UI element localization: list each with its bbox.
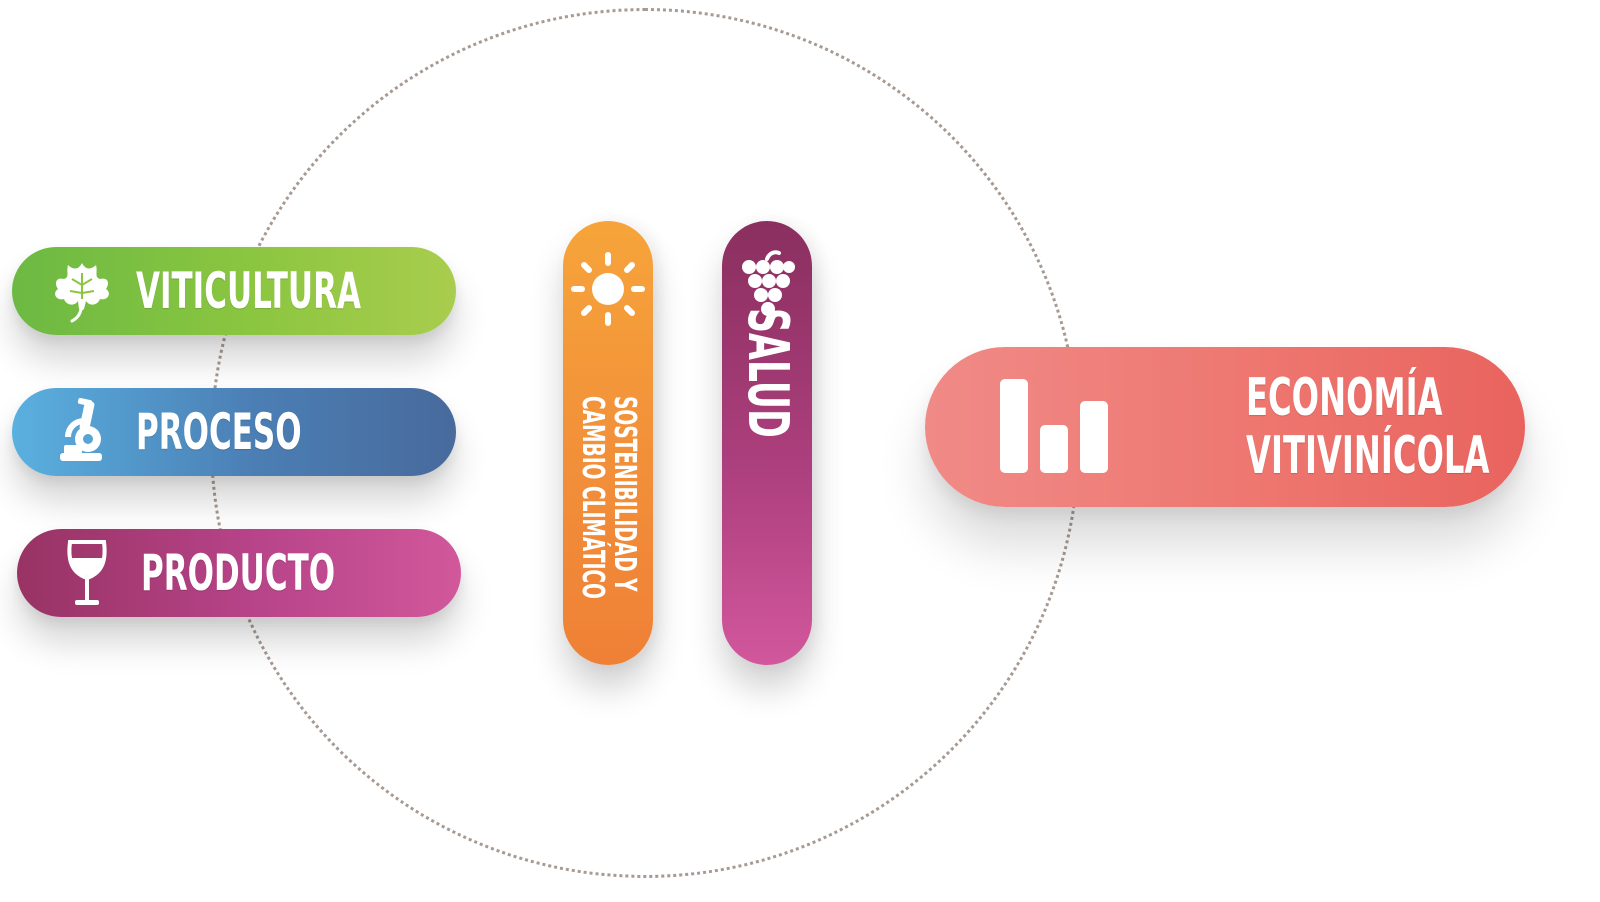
- viticultura-label: VITICULTURA: [136, 262, 361, 320]
- producto-label: PRODUCTO: [141, 544, 336, 602]
- economia-pill: ECONOMÍA VITIVINÍCOLA: [925, 347, 1525, 507]
- sostenibilidad-pill: SOSTENIBILIDAD Y CAMBIO CLIMÁTICO: [563, 221, 653, 665]
- proceso-label: PROCESO: [136, 403, 302, 461]
- sostenibilidad-line1: SOSTENIBILIDAD Y: [607, 396, 642, 592]
- wine-glass-icon: [57, 538, 117, 608]
- salud-pill: SALUD: [722, 221, 812, 665]
- producto-pill: PRODUCTO: [17, 529, 461, 617]
- salud-label: SALUD: [735, 308, 800, 438]
- microscope-icon: [52, 397, 112, 467]
- economia-text: ECONOMÍA VITIVINÍCOLA: [1246, 369, 1600, 485]
- viticultura-pill: VITICULTURA: [12, 247, 456, 335]
- grape-cluster-icon: [722, 249, 812, 319]
- sostenibilidad-text: SOSTENIBILIDAD Y CAMBIO CLIMÁTICO: [575, 396, 642, 736]
- sostenibilidad-line2: CAMBIO CLIMÁTICO: [575, 396, 610, 599]
- proceso-pill: PROCESO: [12, 388, 456, 476]
- grape-leaf-icon: [52, 256, 112, 326]
- economia-line1: ECONOMÍA: [1246, 368, 1443, 428]
- bar-chart-icon: [998, 379, 1110, 475]
- salud-text: SALUD: [735, 308, 800, 488]
- economia-line2: VITIVINÍCOLA: [1246, 426, 1490, 486]
- sun-icon: [563, 251, 653, 327]
